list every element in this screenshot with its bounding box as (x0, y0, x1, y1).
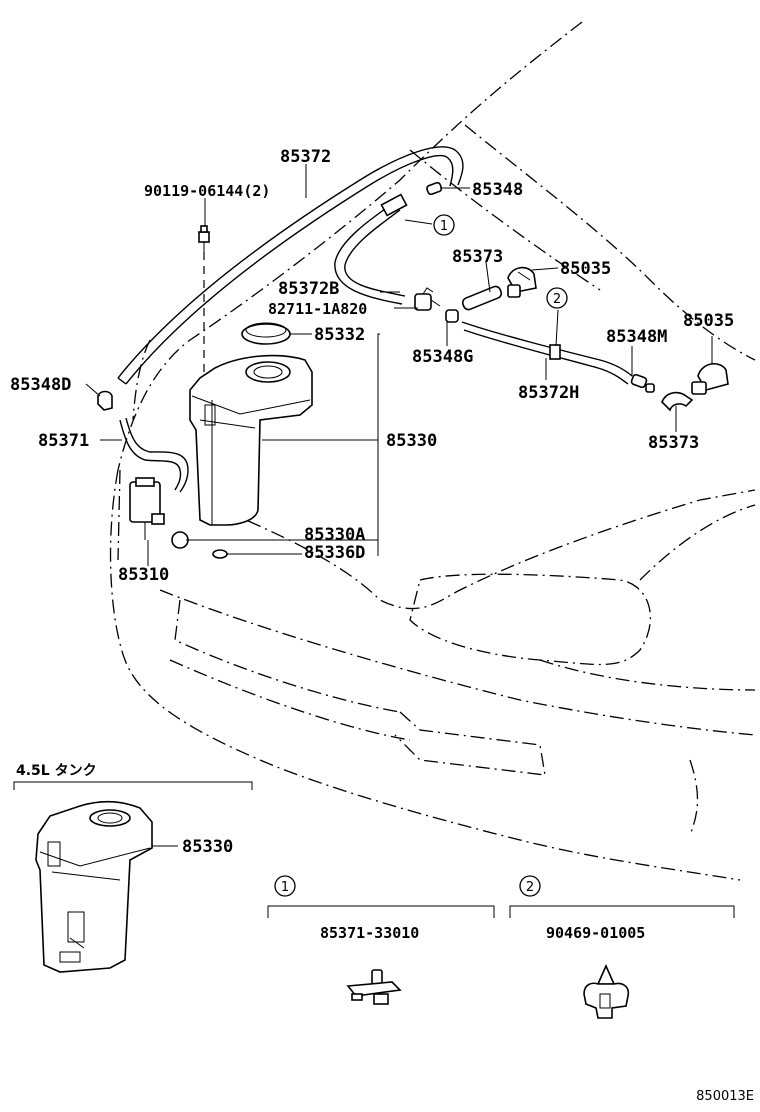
label-85371: 85371 (38, 431, 89, 451)
clip-85371-33010 (346, 969, 402, 1005)
detail-1-part-number: 85371-33010 (320, 924, 419, 942)
pump-85310 (129, 477, 165, 540)
svg-text:2: 2 (526, 880, 534, 895)
joint-82711 (414, 287, 441, 311)
detail-2: 2 90469-01005 (509, 875, 735, 1019)
label-85330a: 85330A (304, 525, 365, 545)
label-85336d: 85336D (304, 543, 365, 563)
label-85373-a: 85373 (452, 247, 503, 267)
label-82711: 82711-1A820 (268, 300, 367, 318)
clip-90469-01005 (583, 964, 630, 1019)
label-85373-b: 85373 (648, 433, 699, 453)
hose-85373-a (461, 285, 503, 311)
joint-85348d (97, 390, 113, 411)
figure-code: 850013E (696, 1089, 754, 1104)
label-85348g: 85348G (412, 347, 473, 367)
svg-text:1: 1 (440, 219, 448, 234)
hose-85372b (334, 193, 408, 305)
svg-text:1: 1 (281, 880, 289, 895)
label-85372: 85372 (280, 147, 331, 167)
callout-1: 1 (433, 214, 455, 236)
label-85372h: 85372H (518, 383, 579, 403)
label-85348m: 85348M (606, 327, 667, 347)
label-85035-a: 85035 (560, 259, 611, 279)
vehicle-outline (109, 21, 756, 881)
detail-2-part-number: 90469-01005 (546, 924, 645, 942)
svg-text:2: 2 (553, 292, 561, 307)
label-90119: 90119-06144(2) (144, 182, 270, 200)
label-85310: 85310 (118, 565, 169, 585)
inset-4-5l-tank: 4.5L タンク 85330 (13, 763, 253, 973)
leader-lines (85, 164, 713, 847)
label-85332: 85332 (314, 325, 365, 345)
label-85348: 85348 (472, 180, 523, 200)
hose-85373-b (661, 391, 694, 412)
label-85330: 85330 (386, 431, 437, 451)
callout-2: 2 (546, 287, 568, 309)
joint-85348m (630, 373, 655, 393)
hose-85372h (461, 321, 633, 385)
label-85372b: 85372B (278, 279, 339, 299)
label-85035-b: 85035 (683, 311, 734, 331)
nozzle-85035-b (691, 363, 729, 395)
label-85348d: 85348D (10, 375, 71, 395)
joint-85348g (445, 309, 459, 323)
tank-85330 (189, 354, 313, 526)
inset-title: 4.5L タンク (16, 763, 97, 779)
clip-85348 (426, 181, 443, 196)
hose-85372 (117, 146, 464, 385)
hose-85371 (119, 417, 189, 493)
label-85330-inset: 85330 (182, 837, 233, 857)
cap-85332 (241, 322, 291, 345)
bolt-90119 (198, 225, 210, 252)
grommet-85330a (171, 531, 189, 549)
nozzle-85035-a (507, 266, 537, 298)
detail-1: 1 85371-33010 (267, 875, 495, 1005)
seal-85336d (212, 549, 228, 559)
